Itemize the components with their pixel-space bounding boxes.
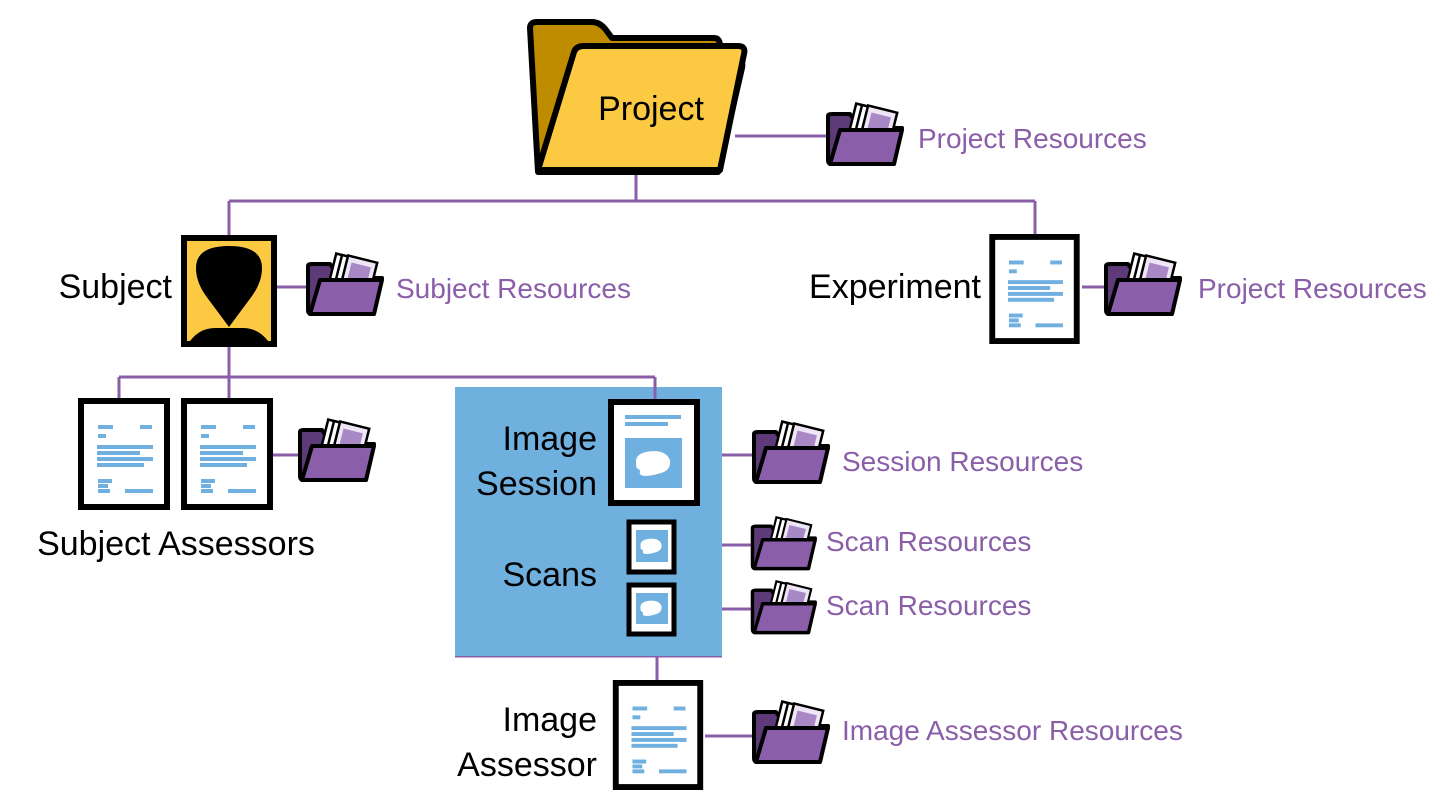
subject-assessors-node[interactable]: Subject Assessors — [37, 401, 315, 563]
subject-assessors-resources[interactable] — [300, 419, 374, 480]
project-folder-icon — [527, 19, 748, 175]
resource-folder-icon — [754, 701, 828, 762]
resource-folder-icon — [750, 516, 817, 571]
project-resources[interactable]: Project Resources — [828, 103, 1147, 164]
subject-assessors-label: Subject Assessors — [37, 525, 315, 563]
subject-node[interactable]: Subject — [59, 235, 277, 347]
project-node[interactable]: Project — [527, 19, 748, 175]
image-session-node[interactable]: Image Session — [476, 399, 700, 506]
experiment-node[interactable]: Experiment — [809, 237, 1077, 341]
resource-folder-icon — [300, 419, 374, 480]
scan1-resources-label: Scan Resources — [826, 526, 1031, 557]
scan-icon — [626, 519, 677, 575]
resource-folder-icon — [754, 421, 828, 482]
session-resources-label: Session Resources — [842, 446, 1083, 477]
document-icon — [992, 237, 1076, 341]
scan1-resources[interactable]: Scan Resources — [750, 516, 1031, 571]
image-session-label-line1: Image — [503, 420, 598, 458]
session-resources[interactable]: Session Resources — [754, 421, 1083, 482]
image-session-label-line2: Session — [476, 465, 597, 503]
image-assessor-label-line2: Assessor — [457, 746, 597, 784]
document-icon — [184, 401, 270, 507]
resource-folder-icon — [308, 253, 382, 314]
scan2-resources-label: Scan Resources — [826, 590, 1031, 621]
scan-icon — [626, 582, 677, 637]
subject-resources-label: Subject Resources — [396, 273, 631, 304]
resource-folder-icon — [750, 580, 817, 635]
project-label: Project — [598, 90, 704, 128]
experiment-label: Experiment — [809, 268, 982, 306]
subject-label: Subject — [59, 268, 173, 306]
scans-label: Scans — [503, 556, 598, 594]
image-assessor-resources[interactable]: Image Assessor Resources — [754, 701, 1183, 762]
image-assessor-resources-label: Image Assessor Resources — [842, 715, 1183, 746]
scan2-resources[interactable]: Scan Resources — [750, 580, 1031, 635]
subject-resources[interactable]: Subject Resources — [308, 253, 631, 314]
image-assessor-node[interactable]: Image Assessor — [457, 683, 700, 787]
document-icon — [616, 683, 700, 787]
project-resources-label: Project Resources — [918, 123, 1147, 154]
resource-folder-icon — [1106, 253, 1180, 314]
document-icon — [81, 401, 167, 507]
scans-node[interactable]: Scans — [503, 519, 677, 637]
experiment-resources-label: Project Resources — [1198, 273, 1427, 304]
image-document-icon — [608, 399, 700, 506]
resource-folder-icon — [828, 103, 902, 164]
experiment-resources[interactable]: Project Resources — [1106, 253, 1427, 314]
image-assessor-label-line1: Image — [503, 701, 598, 739]
person-icon — [181, 235, 277, 347]
